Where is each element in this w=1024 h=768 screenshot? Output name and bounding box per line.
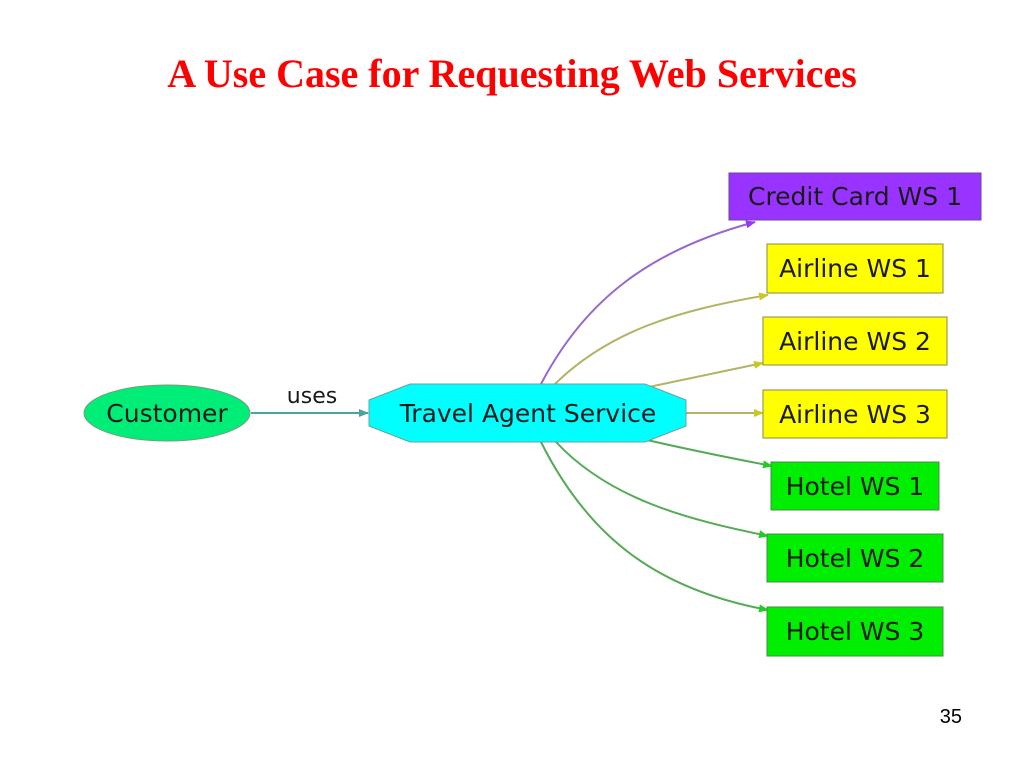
node-airline-ws-3: Airline WS 3 — [762, 389, 948, 439]
edge-airline-ws-1 — [554, 292, 769, 385]
hotel-ws-1-box — [770, 461, 940, 511]
node-hotel-ws-1: Hotel WS 1 — [770, 461, 940, 511]
hotel-ws-3-label: Hotel WS 3 — [786, 617, 925, 646]
travel-agent-service-label: Travel Agent Service — [399, 399, 657, 428]
credit-card-ws-1-label: Credit Card WS 1 — [748, 182, 962, 211]
customer-ellipse — [83, 384, 251, 442]
airline-ws-2-box — [762, 316, 948, 366]
hotel-ws-2-label: Hotel WS 2 — [786, 544, 925, 573]
node-airline-ws-2: Airline WS 2 — [762, 316, 948, 366]
node-travel-agent-service: Travel Agent Service — [368, 383, 687, 443]
airline-ws-3-label: Airline WS 3 — [779, 400, 931, 429]
credit-card-ws-1-box — [728, 172, 982, 221]
customer-label: Customer — [106, 399, 228, 428]
hotel-ws-1-label: Hotel WS 1 — [786, 472, 925, 501]
slide-title: A Use Case for Requesting Web Services — [167, 51, 857, 96]
edge-hotel-ws-3 — [540, 441, 769, 613]
edge-credit-card-ws-1 — [540, 220, 756, 385]
hotel-ws-3-box — [766, 606, 944, 657]
hotel-ws-2-box — [766, 533, 944, 583]
node-airline-ws-1: Airline WS 1 — [766, 243, 944, 294]
edge-hotel-ws-1 — [629, 435, 773, 469]
travel-agent-service-octagon — [368, 383, 687, 443]
edge-hotel-ws-2 — [555, 441, 769, 539]
node-customer: Customer — [83, 384, 251, 442]
node-credit-card-ws-1: Credit Card WS 1 — [728, 172, 982, 221]
node-hotel-ws-2: Hotel WS 2 — [766, 533, 944, 583]
airline-ws-3-box — [762, 389, 948, 439]
page-number: 35 — [939, 706, 962, 728]
airline-ws-1-box — [766, 243, 944, 294]
airline-ws-1-label: Airline WS 1 — [779, 254, 931, 283]
edge-label-uses: uses — [287, 384, 337, 409]
airline-ws-2-label: Airline WS 2 — [779, 327, 931, 356]
node-hotel-ws-3: Hotel WS 3 — [766, 606, 944, 657]
